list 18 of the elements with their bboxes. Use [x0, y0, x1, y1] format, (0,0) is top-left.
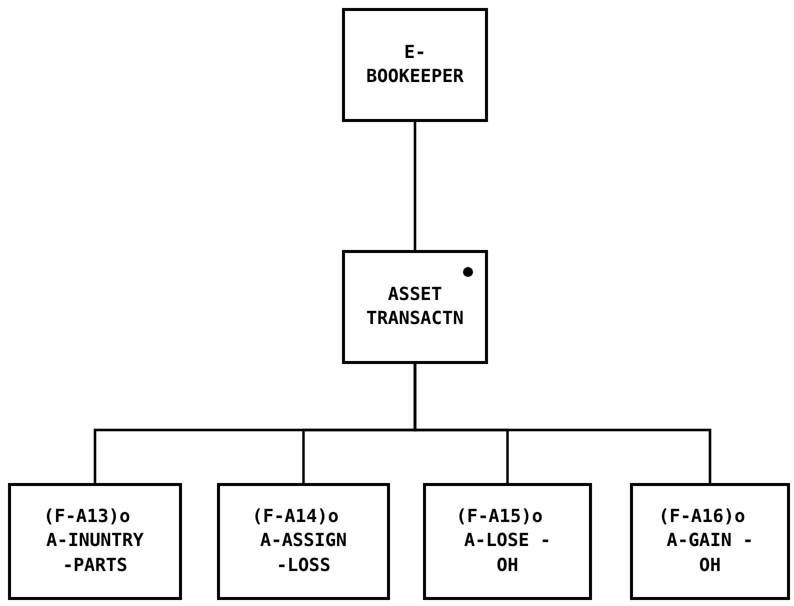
- process-box: [217, 483, 390, 600]
- node-label: A-INUNTRY -PARTS: [45, 529, 145, 578]
- process-box: [8, 483, 182, 600]
- code-label: (F-A16)o: [658, 505, 746, 530]
- node-label: A-ASSIGN -LOSS: [259, 529, 348, 578]
- code-label: (F-A13)o: [44, 505, 132, 530]
- process-box: [342, 8, 488, 122]
- code-label: (F-A14)o: [252, 505, 340, 530]
- connector-line: [414, 122, 416, 250]
- node-label: A-GAIN -OH: [666, 529, 754, 578]
- node-label: E- BOOKEEPER: [366, 40, 464, 89]
- connector-line: [414, 364, 712, 483]
- process-box: [423, 483, 592, 600]
- node-label: A-LOSE -OH: [463, 529, 552, 578]
- node-label: ASSET TRANSACTN: [366, 282, 464, 331]
- process-box: [630, 483, 790, 600]
- process-box: [342, 250, 488, 364]
- code-label: (F-A15)o: [456, 505, 544, 530]
